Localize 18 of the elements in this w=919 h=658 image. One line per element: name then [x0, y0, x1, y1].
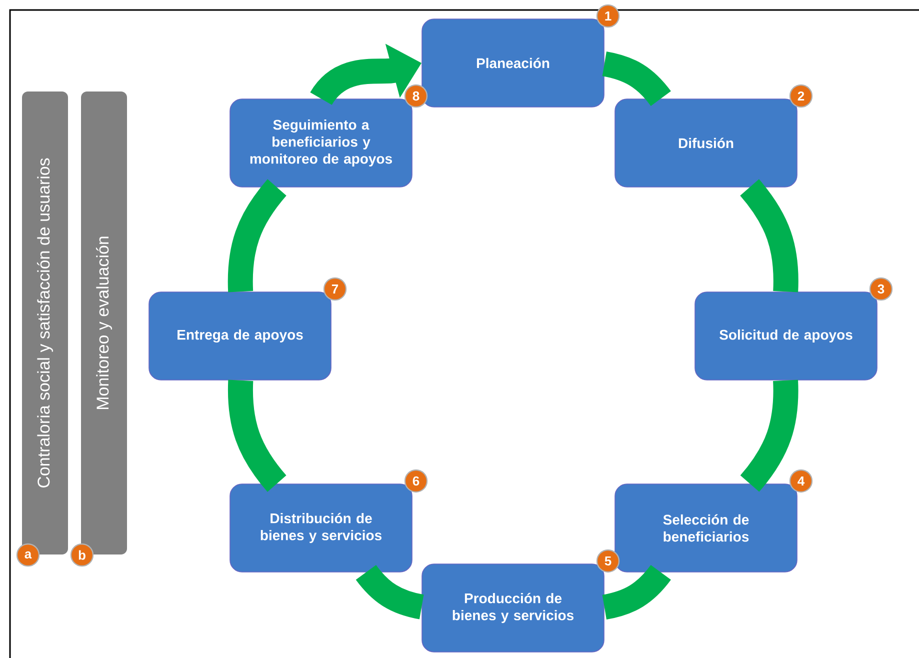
number-badge: 6: [404, 469, 428, 493]
process-box: Selección de beneficiarios: [614, 484, 798, 572]
number-badge: 4: [789, 469, 813, 493]
process-box: Solicitud de apoyos: [694, 292, 878, 380]
number-badge: 2: [789, 84, 813, 108]
number-badge: 7: [323, 277, 347, 301]
number-badge: a: [16, 543, 40, 567]
process-box: Entrega de apoyos: [148, 292, 332, 380]
number-badge: 5: [596, 549, 620, 573]
process-box: Distribución de bienes y servicios: [230, 484, 412, 572]
process-box: Seguimiento a beneficiarios y monitoreo de apoyos: [230, 98, 412, 188]
number-badge: b: [70, 543, 94, 567]
process-box: Producción de bienes y servicios: [422, 564, 604, 652]
number-badge: 1: [596, 4, 620, 28]
process-box: Planeación: [422, 18, 604, 108]
process-box: Difusión: [614, 98, 798, 188]
number-badge: 8: [404, 84, 428, 108]
number-badge: 3: [869, 277, 893, 301]
